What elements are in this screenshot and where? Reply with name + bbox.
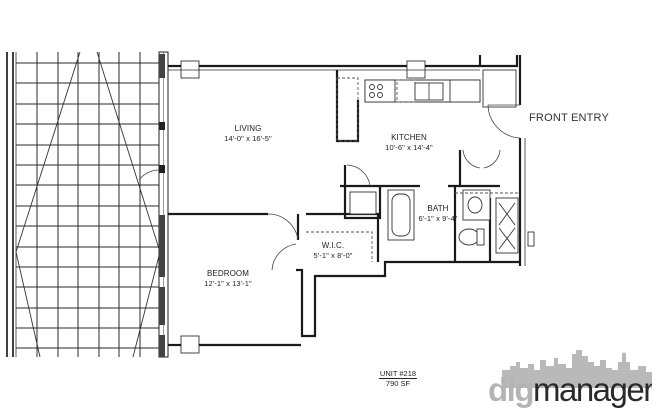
room-living: LIVING 14'-0" x 16'-5"	[224, 124, 272, 144]
doors	[138, 104, 521, 271]
kitchen-counter	[336, 69, 517, 142]
front-entry-label: FRONT ENTRY	[529, 112, 610, 124]
room-dimensions: 12'-1" x 13'-1"	[204, 279, 252, 288]
room-kitchen: KITCHEN 10'-6" x 14'-4"	[385, 133, 433, 153]
room-dimensions: 10'-6" x 14'-4"	[385, 143, 433, 152]
room-name: BATH	[427, 204, 449, 213]
unit-info: UNIT #218 790 SF	[378, 369, 418, 388]
room-dimensions: 5'-1" x 8'-0"	[313, 251, 353, 260]
shower-icon	[495, 197, 519, 254]
room-dimensions: 14'-0" x 16'-5"	[224, 134, 272, 143]
dlg-management-logo: dlgmanagemen	[488, 348, 652, 416]
terrace-grid	[6, 51, 161, 358]
toilet-icon	[458, 228, 480, 246]
room-wic: W.I.C. 5'-1" x 8'-0"	[313, 241, 352, 261]
range-icon	[364, 79, 396, 103]
dishwasher-icon	[396, 79, 416, 103]
room-name: KITCHEN	[391, 133, 427, 142]
room-dimensions: 6'-1" x 9'-4"	[418, 214, 458, 223]
room-name: W.I.C.	[321, 241, 345, 250]
room-bath: BATH 6'-1" x 9'-4"	[418, 204, 457, 224]
unit-number: UNIT #218	[378, 369, 418, 379]
skyline-icon	[502, 350, 652, 388]
unit-area: 790 SF	[385, 379, 411, 388]
walls	[168, 55, 526, 347]
bath-fixtures	[387, 189, 535, 254]
closet-shelf	[306, 231, 373, 262]
window-wall	[158, 51, 169, 358]
room-name: LIVING	[234, 124, 262, 133]
washer-dryer-icon	[349, 191, 377, 215]
logo-wordmark: dlgmanagemen	[488, 371, 652, 408]
room-name: BEDROOM	[206, 269, 250, 278]
room-bedroom: BEDROOM 12'-1" x 13'-1"	[204, 269, 252, 289]
